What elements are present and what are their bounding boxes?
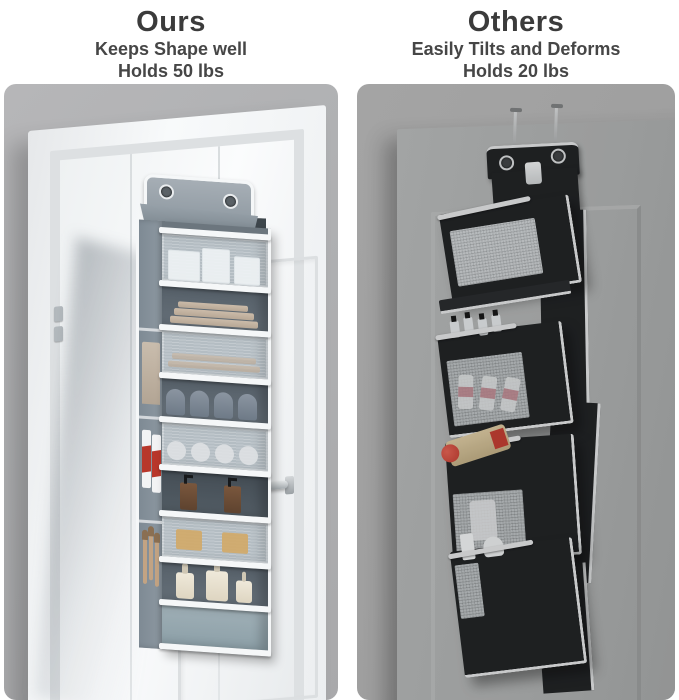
cream-bottle [176, 572, 194, 600]
clear-box [234, 256, 260, 286]
black-organizer [435, 140, 625, 700]
left-subtitle-1: Keeps Shape well [94, 39, 248, 59]
jar-red-lid [438, 442, 462, 465]
labeled-bottle [499, 376, 521, 413]
cream-bottle [236, 580, 252, 604]
right-title: Others [467, 6, 565, 38]
makeup-brush [143, 537, 147, 585]
gray-cap [166, 388, 185, 416]
gray-organizer [136, 173, 272, 657]
cream-bottle [206, 570, 228, 602]
amber-dispenser [224, 485, 241, 514]
round-hat [239, 445, 258, 466]
shelf-clear-boxes [162, 233, 268, 288]
clear-box [168, 249, 200, 282]
grommet [498, 155, 515, 171]
left-photo-panel [4, 84, 338, 700]
white-jug [469, 499, 498, 542]
right-photo-panel [357, 84, 675, 700]
grommet [550, 148, 567, 165]
shelf-column [159, 221, 271, 657]
amber-dispenser [180, 482, 197, 511]
stored-bottle [524, 161, 543, 185]
labeled-bottle [478, 375, 498, 412]
gray-cap [190, 390, 209, 418]
labeled-bottle [457, 374, 474, 410]
pocket-white-bottles [447, 533, 588, 679]
makeup-brush [155, 540, 159, 587]
left-subtitle-2: Holds 50 lbs [117, 61, 225, 81]
mesh-window [446, 351, 530, 427]
gray-cap [238, 393, 257, 421]
right-subtitle-2: Holds 20 lbs [462, 61, 570, 81]
pocket-opening-trim [436, 195, 531, 221]
pocket-spray-bottles [435, 314, 574, 439]
toothpaste-tube [142, 429, 151, 489]
mesh-window [454, 562, 485, 620]
round-hat [167, 440, 186, 461]
round-hat [191, 442, 210, 463]
pocket-opening-trim [435, 322, 517, 341]
grommet [223, 193, 238, 210]
side-pocket-napkins [142, 341, 160, 405]
shelf-round-hats [162, 422, 268, 472]
yellow-box [222, 532, 248, 555]
grommet [159, 183, 174, 200]
round-hat [215, 443, 234, 465]
shelf-folded-linens [162, 330, 268, 380]
gray-cap [214, 391, 233, 420]
door-hinge [54, 325, 63, 342]
door-hinge [54, 305, 63, 322]
left-header: Ours Keeps Shape well Holds 50 lbs [4, 0, 338, 82]
makeup-brush [149, 534, 153, 581]
mesh-window [449, 217, 544, 287]
clear-box [202, 247, 230, 284]
right-subtitle-1: Easily Tilts and Deforms [411, 39, 621, 59]
left-title: Ours [136, 6, 206, 38]
right-header: Others Easily Tilts and Deforms Holds 20… [357, 0, 675, 82]
yellow-box [176, 529, 202, 551]
jar-red-label [489, 427, 509, 450]
